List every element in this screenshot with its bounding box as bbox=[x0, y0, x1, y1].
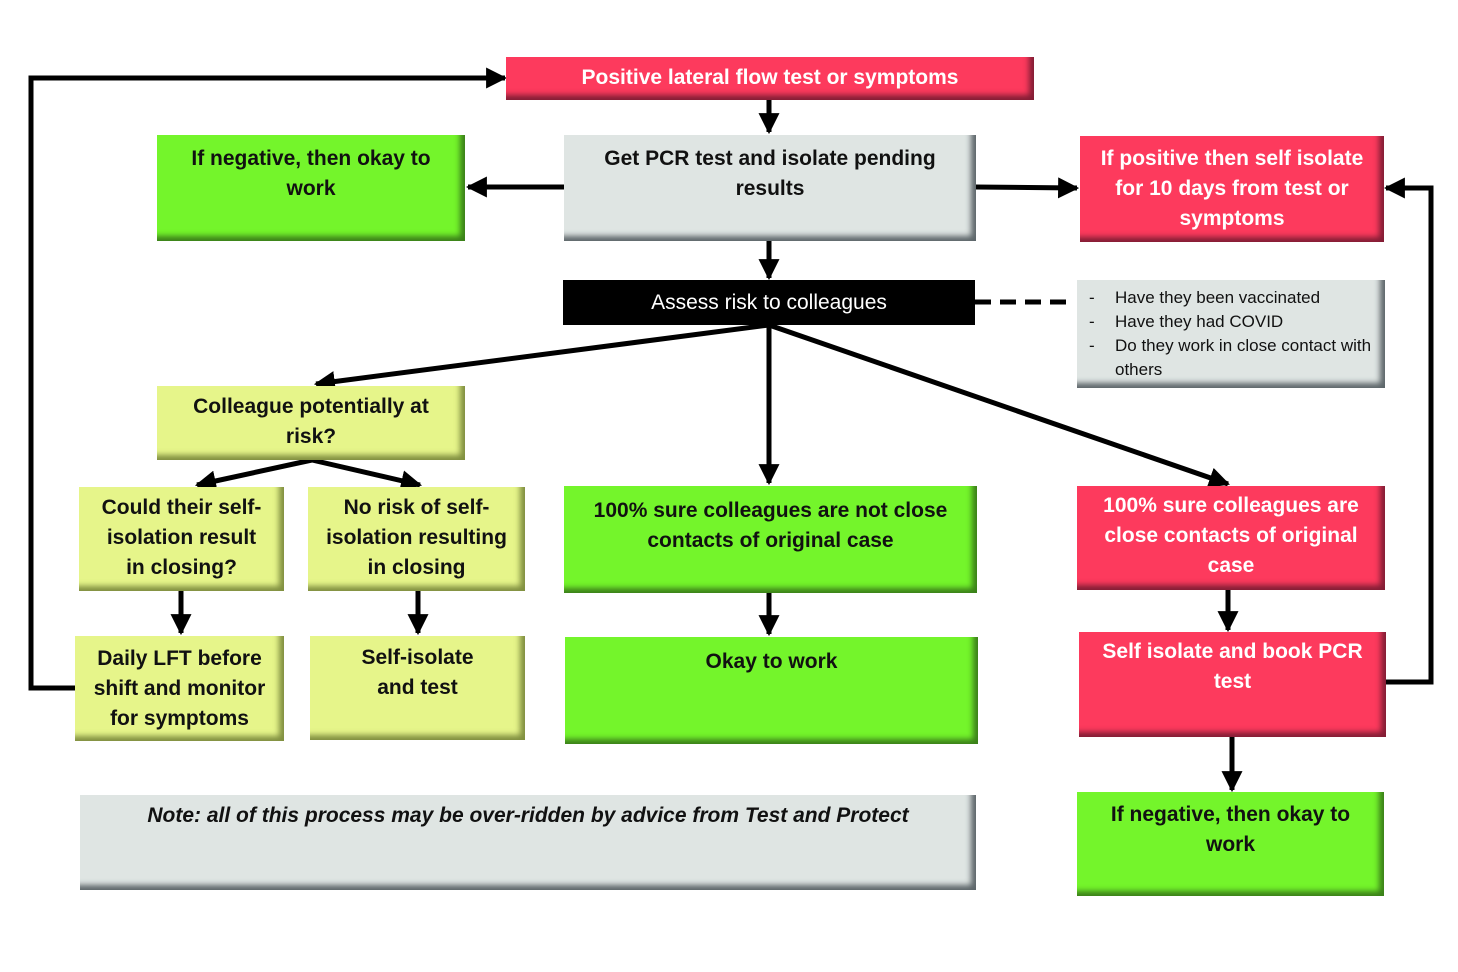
node-daily-lft: Daily LFT before shift and monitor for s… bbox=[75, 636, 284, 741]
node-text: No risk of self- bbox=[343, 496, 490, 519]
node-text: isolation result bbox=[106, 526, 257, 549]
node-text: close contacts of original bbox=[1104, 524, 1358, 547]
edge-assess-to-are-close bbox=[768, 322, 1230, 488]
node-text: Okay to work bbox=[705, 650, 838, 673]
node-text: Self isolate and book PCR bbox=[1102, 640, 1363, 663]
node-text: and test bbox=[377, 676, 458, 699]
node-text: Get PCR test and isolate pending bbox=[604, 147, 936, 170]
node-self-isolate-and-test: Self-isolate and test bbox=[310, 636, 525, 740]
edge-potential-to-no-risk bbox=[311, 457, 423, 491]
node-negative-okay-to-work-bottom: If negative, then okay to work bbox=[1077, 792, 1384, 896]
node-text: If negative, then okay to bbox=[191, 147, 431, 170]
edge-potential-to-could-close bbox=[194, 457, 313, 492]
node-colleague-potentially-at-risk: Colleague potentially at risk? bbox=[157, 386, 465, 460]
node-text: 100% sure colleagues are not close bbox=[593, 499, 948, 522]
node-text: work bbox=[1205, 833, 1255, 856]
node-text: Self-isolate bbox=[361, 646, 474, 669]
node-assess-risk: Assess risk to colleagues bbox=[563, 280, 975, 325]
node-text: If positive then self isolate bbox=[1100, 147, 1364, 170]
checklist-item: -Do they work in close contact with othe… bbox=[1089, 336, 1372, 379]
node-are-close-contacts: 100% sure colleagues are close contacts … bbox=[1077, 486, 1385, 590]
node-text: symptoms bbox=[1179, 207, 1285, 230]
note-text: Note: all of this process may be over-ri… bbox=[147, 804, 909, 827]
node-text: test bbox=[1213, 670, 1252, 693]
node-text: shift and monitor bbox=[93, 677, 266, 700]
checklist-item: -Have they had COVID bbox=[1089, 312, 1284, 331]
node-risk-checklist: -Have they been vaccinated -Have they ha… bbox=[1077, 280, 1385, 388]
node-text: Positive lateral flow test or symptoms bbox=[581, 65, 959, 89]
node-not-close-contacts: 100% sure colleagues are not close conta… bbox=[564, 486, 977, 593]
node-get-pcr-test: Get PCR test and isolate pending results bbox=[564, 135, 976, 241]
checklist: -Have they been vaccinated -Have they ha… bbox=[1089, 286, 1375, 382]
node-text: isolation resulting bbox=[326, 526, 507, 549]
node-positive-self-isolate: If positive then self isolate for 10 day… bbox=[1080, 136, 1384, 242]
edge-book-pcr-to-pos-isolate bbox=[1383, 177, 1434, 685]
node-text: work bbox=[286, 177, 336, 200]
node-self-isolate-book-pcr: Self isolate and book PCR test bbox=[1079, 632, 1386, 737]
node-positive-lft-or-symptoms: Positive lateral flow test or symptoms bbox=[506, 57, 1034, 100]
node-text: If negative, then okay to bbox=[1110, 803, 1351, 826]
node-text: risk? bbox=[285, 425, 337, 448]
node-text: results bbox=[735, 177, 805, 200]
node-text: in closing? bbox=[126, 556, 237, 579]
checklist-item: -Have they been vaccinated bbox=[1089, 288, 1321, 307]
node-negative-okay-to-work-top: If negative, then okay to work bbox=[157, 135, 465, 241]
node-text: for 10 days from test or bbox=[1115, 177, 1349, 200]
node-text: Colleague potentially at bbox=[193, 395, 429, 418]
node-text: contacts of original case bbox=[647, 529, 894, 552]
node-text: Assess risk to colleagues bbox=[651, 290, 887, 314]
node-text: Could their self- bbox=[101, 496, 262, 519]
edge-daily-lft-to-start bbox=[28, 67, 508, 691]
node-no-risk-of-closing: No risk of self- isolation resulting in … bbox=[308, 487, 525, 591]
node-could-self-isolation-close: Could their self- isolation result in cl… bbox=[79, 487, 284, 591]
edge-pcr-to-pos-isolate bbox=[974, 177, 1080, 199]
edge-assess-to-potential-risk bbox=[313, 322, 770, 392]
node-okay-to-work: Okay to work bbox=[565, 637, 978, 744]
node-text: for symptoms bbox=[110, 707, 249, 730]
node-text: 100% sure colleagues are bbox=[1103, 494, 1359, 517]
node-note-test-and-protect: Note: all of this process may be over-ri… bbox=[80, 795, 976, 890]
node-text: in closing bbox=[367, 556, 466, 579]
node-text: case bbox=[1207, 554, 1255, 577]
node-text: Daily LFT before bbox=[97, 647, 262, 670]
